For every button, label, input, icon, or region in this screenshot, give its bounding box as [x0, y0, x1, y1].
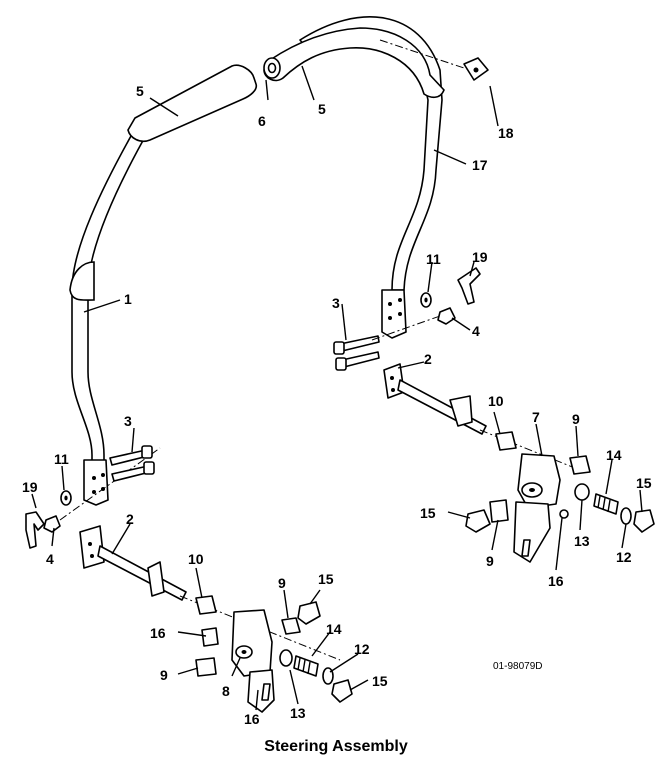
- callout-5-right-grip: 5: [318, 101, 326, 117]
- lever-bracket-8: [231, 609, 275, 713]
- callout-15-left-lower: 15: [372, 673, 388, 689]
- callout-11-left: 11: [54, 451, 69, 467]
- callout-13-left: 13: [290, 705, 306, 721]
- left-bolts: [109, 445, 155, 482]
- bushing-10-right: [495, 431, 517, 451]
- washer-12-right: [620, 507, 632, 525]
- callout-2-left: 2: [126, 511, 134, 527]
- callout-2-right: 2: [424, 351, 432, 367]
- callout-15-right-inner: 15: [420, 505, 436, 521]
- callout-5-left-grip: 5: [136, 83, 144, 99]
- spacer-13-right: [574, 483, 590, 501]
- lever-bracket-7: [513, 453, 561, 563]
- bushing-9-upper-left: [281, 617, 301, 635]
- set-screw-18: [379, 39, 489, 81]
- bushing-9-lower-left: [195, 657, 217, 677]
- nut-15-right: [633, 509, 655, 533]
- callout-15-right-outer: 15: [636, 475, 652, 491]
- nut-15-left-upper: [297, 601, 321, 625]
- right-steering-lever: [263, 16, 445, 339]
- drawing-code: 01-98079D: [493, 661, 543, 672]
- nut-4-left: [43, 515, 61, 533]
- callout-11-right: 11: [426, 251, 441, 267]
- callout-12-left: 12: [354, 641, 370, 657]
- callout-14-left: 14: [326, 621, 342, 637]
- callout-1: 1: [124, 291, 132, 307]
- bushing-9-upper-right: [569, 455, 591, 475]
- callout-14-right: 14: [606, 447, 622, 463]
- callout-9-lower-right: 9: [486, 553, 494, 569]
- callout-4-left: 4: [46, 551, 54, 567]
- left-lever-bracket: [83, 459, 109, 506]
- callout-19-right: 19: [472, 249, 488, 265]
- callout-3-right: 3: [332, 295, 340, 311]
- spacer-13-left: [279, 649, 293, 667]
- callout-18: 18: [498, 125, 514, 141]
- right-lever-bracket: [381, 289, 407, 339]
- callout-7: 7: [532, 409, 540, 425]
- callout-leaders: [31, 65, 643, 711]
- callout-19-left: 19: [22, 479, 38, 495]
- callout-9-upper-right: 9: [572, 411, 580, 427]
- pivot-shaft-2-left: [79, 525, 187, 601]
- callout-17: 17: [472, 157, 488, 173]
- screw-16-right: [559, 509, 569, 519]
- pivot-shaft-2-right: [383, 363, 487, 435]
- callout-16-left-lower: 16: [244, 711, 260, 727]
- spring-14-left: [293, 655, 319, 677]
- callout-3-left: 3: [124, 413, 132, 429]
- bushing-10-left: [195, 595, 217, 615]
- bushing-9-lower-right: [489, 499, 509, 523]
- callout-13-right: 13: [574, 533, 590, 549]
- callout-10-left: 10: [188, 551, 204, 567]
- spring-14-right: [593, 493, 619, 515]
- nut-15-mid-right: [465, 509, 491, 533]
- callout-16-left-upper: 16: [150, 625, 166, 641]
- handle-19-right: [457, 267, 481, 305]
- callout-4-right: 4: [472, 323, 480, 339]
- callout-15-left-upper: 15: [318, 571, 334, 587]
- right-lever-grip: [263, 27, 445, 99]
- callout-12-right: 12: [616, 549, 632, 565]
- callout-6: 6: [258, 113, 266, 129]
- figure-caption: Steering Assembly: [264, 738, 408, 755]
- screw-16-left-upper: [201, 627, 219, 647]
- callout-16-right: 16: [548, 573, 564, 589]
- callout-9-upper-left: 9: [278, 575, 286, 591]
- callout-9-lower-left: 9: [160, 667, 168, 683]
- left-lever-grip: [127, 64, 258, 143]
- callout-8: 8: [222, 683, 230, 699]
- handle-19-left: [25, 511, 45, 549]
- right-bolts: [333, 315, 441, 371]
- callout-10-right: 10: [488, 393, 504, 409]
- nut-4-right: [437, 307, 456, 325]
- nut-15-left-lower: [331, 679, 353, 703]
- left-steering-lever: [69, 64, 258, 506]
